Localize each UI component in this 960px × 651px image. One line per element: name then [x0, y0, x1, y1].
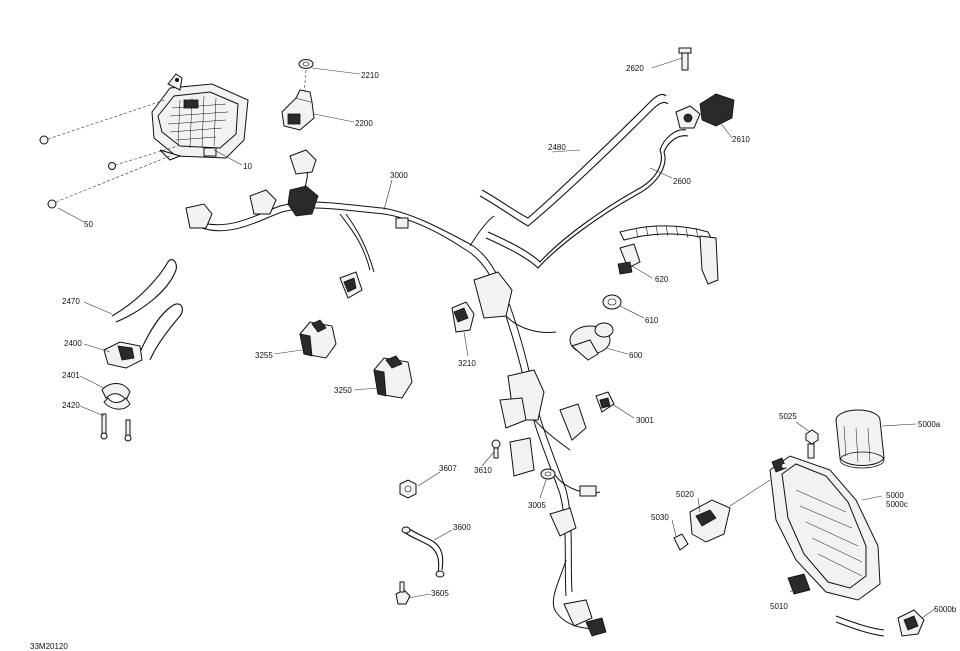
callout-2600: 2600	[673, 177, 691, 186]
bolt-2620[interactable]	[678, 47, 692, 71]
callout-3000: 3000	[390, 171, 408, 180]
callout-2620: 2620	[626, 64, 644, 73]
bolt-3605[interactable]	[395, 581, 411, 605]
callout-5000b: 5000b	[934, 605, 957, 614]
callout-2480: 2480	[548, 143, 566, 152]
callout-5020: 5020	[676, 490, 694, 499]
leader-lines	[57, 57, 937, 619]
callout-3607: 3607	[439, 464, 457, 473]
sensor-2610[interactable]	[675, 93, 735, 129]
connector-5020[interactable]	[689, 479, 771, 543]
wire-5010[interactable]	[835, 615, 885, 637]
callout-620: 620	[655, 275, 669, 284]
callout-10: 10	[243, 162, 252, 171]
callout-610: 610	[645, 316, 659, 325]
sensor-600[interactable]	[569, 322, 614, 361]
coil-cable-620[interactable]	[617, 225, 719, 285]
bolt-5025[interactable]	[805, 429, 819, 459]
callout-3210: 3210	[458, 359, 476, 368]
cover-5000a[interactable]	[835, 409, 885, 469]
callout-2401: 2401	[62, 371, 80, 380]
callout-5025: 5025	[779, 412, 797, 421]
grommet-610[interactable]	[602, 294, 622, 310]
relay-3210[interactable]	[451, 301, 475, 333]
callout-3001: 3001	[636, 416, 654, 425]
callout-3255: 3255	[255, 351, 273, 360]
ecm-bolt-upper	[39, 99, 166, 145]
connector-small-left[interactable]	[339, 271, 363, 299]
callout-5000a: 5000a	[918, 420, 941, 429]
connector-5000b[interactable]	[897, 609, 925, 637]
main-harness-3000[interactable]	[185, 149, 607, 637]
callout-2400: 2400	[64, 339, 82, 348]
connector-2200[interactable]	[281, 89, 315, 131]
bracket-2400[interactable]	[103, 341, 143, 369]
callout-2610: 2610	[732, 135, 750, 144]
callout-5030: 5030	[651, 513, 669, 522]
ecm-module[interactable]	[151, 73, 249, 161]
callout-5010: 5010	[770, 602, 788, 611]
hose-2600[interactable]	[485, 129, 689, 269]
ecm-bolt-mid	[108, 145, 179, 170]
connector-3610[interactable]	[491, 439, 501, 459]
ground-cable-3600[interactable]	[401, 526, 445, 578]
diagram-id: 33M20120	[30, 642, 68, 651]
grommet-3005[interactable]	[540, 468, 556, 480]
fuse-box-5000[interactable]	[769, 455, 881, 601]
callout-3600: 3600	[453, 523, 471, 532]
connector-3001[interactable]	[595, 391, 615, 413]
callout-2210: 2210	[361, 71, 379, 80]
cable-2470[interactable]	[111, 259, 183, 361]
callout-5000: 5000	[886, 491, 904, 500]
grommet-2210[interactable]	[298, 59, 314, 69]
callout-2470: 2470	[62, 297, 80, 306]
callout-3610: 3610	[474, 466, 492, 475]
hose-2480[interactable]	[479, 93, 669, 227]
callout-600: 600	[629, 351, 643, 360]
callout-2420: 2420	[62, 401, 80, 410]
nut-3607[interactable]	[399, 479, 417, 499]
callout-5000c: 5000c	[886, 500, 908, 509]
callout-2200: 2200	[355, 119, 373, 128]
callout-3605: 3605	[431, 589, 449, 598]
ecm-bolt-lower	[47, 155, 171, 209]
cap-5030[interactable]	[673, 533, 689, 551]
relay-3255[interactable]	[299, 319, 337, 359]
clamp-2401[interactable]	[101, 383, 131, 410]
relay-3250[interactable]	[373, 355, 413, 399]
callout-50: 50	[84, 220, 93, 229]
callout-3005: 3005	[528, 501, 546, 510]
callout-labels: 2210 2200 10 50 3000 2620 2610 2480 2600…	[30, 64, 957, 651]
callout-3250: 3250	[334, 386, 352, 395]
bolt-2420[interactable]	[100, 413, 132, 442]
